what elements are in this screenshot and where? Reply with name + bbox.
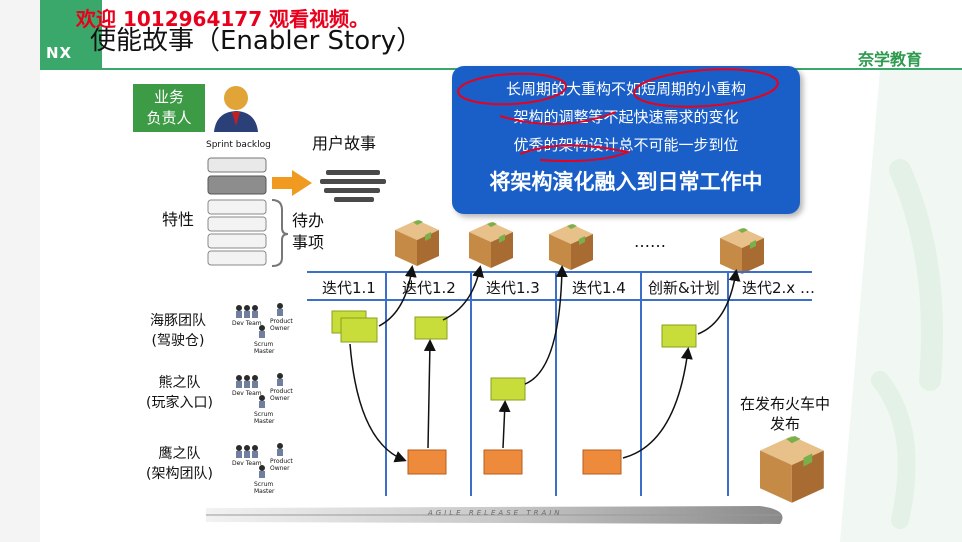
watermark: 欢迎 1012964177 观看视频。 bbox=[76, 7, 370, 31]
team-label: 鹰之队 (架构团队) bbox=[146, 444, 213, 484]
sm-line-2: Master bbox=[254, 488, 275, 495]
sm-line-1: Scrum bbox=[254, 341, 274, 348]
story-note bbox=[340, 317, 378, 343]
arrow bbox=[498, 400, 511, 449]
dev-team-label: Dev Team bbox=[232, 320, 262, 327]
arrow bbox=[697, 269, 741, 335]
arrow bbox=[442, 265, 485, 321]
team-label: 熊之队 (玩家入口) bbox=[146, 373, 213, 413]
backlog-items-label: 待办 事项 bbox=[292, 210, 324, 254]
page-title: 使能故事（Enabler Story） bbox=[90, 26, 423, 56]
arrow bbox=[622, 347, 693, 459]
iteration-label: 迭代1.1 bbox=[322, 279, 376, 297]
arrow bbox=[378, 265, 417, 327]
backlog-brace bbox=[271, 199, 289, 267]
callout-line-3: 优秀的架构设计总不可能一步到位 bbox=[513, 136, 739, 154]
sm-line-2: Master bbox=[254, 348, 275, 355]
story-note bbox=[414, 316, 448, 340]
po-line-1: Product bbox=[270, 318, 293, 325]
dev-team-label: Dev Team bbox=[232, 460, 262, 467]
enabler-note bbox=[582, 449, 622, 475]
enabler-note bbox=[483, 449, 523, 475]
iteration-label: 迭代1.2 bbox=[402, 279, 456, 297]
po-line-1: Product bbox=[270, 388, 293, 395]
feature-label: 特性 bbox=[162, 210, 195, 229]
orange-arrow-icon bbox=[272, 170, 312, 196]
callout-line-2: 架构的调整等不起快速需求的变化 bbox=[513, 108, 739, 126]
iteration-label: 迭代2.x … bbox=[742, 279, 815, 297]
release-train-label: AGILE RELEASE TRAIN bbox=[428, 509, 563, 517]
feature-backlog-stack-icon bbox=[207, 199, 267, 266]
team-subtitle: (玩家入口) bbox=[146, 395, 213, 411]
final-release-box-icon bbox=[760, 436, 824, 503]
team-name: 鹰之队 bbox=[158, 446, 201, 462]
team-label: 海豚团队 (驾驶仓) bbox=[150, 311, 206, 351]
sprint-backlog-stack-icon bbox=[207, 157, 267, 195]
release-line-1: 在发布火车中 bbox=[740, 395, 831, 413]
business-owner-box: 业务 负责人 bbox=[133, 84, 205, 132]
iteration-label: 迭代1.3 bbox=[486, 279, 540, 297]
backlog-items-line-2: 事项 bbox=[292, 233, 325, 252]
iteration-label: 迭代1.4 bbox=[572, 279, 626, 297]
sm-line-2: Master bbox=[254, 418, 275, 425]
iteration-label: 创新&计划 bbox=[648, 279, 720, 297]
ellipsis-label: …… bbox=[634, 232, 666, 251]
backlog-items-line-1: 待办 bbox=[292, 211, 325, 230]
po-line-2: Owner bbox=[270, 325, 290, 332]
brand-logo: NX bbox=[40, 0, 102, 68]
po-line-2: Owner bbox=[270, 395, 290, 402]
callout-box: 长周期的大重构不如短周期的小重构 架构的调整等不起快速需求的变化 优秀的架构设计… bbox=[452, 66, 800, 214]
business-owner-line-1: 业务 bbox=[153, 88, 184, 106]
team-name: 熊之队 bbox=[158, 375, 201, 391]
person-icon bbox=[214, 86, 258, 132]
po-line-2: Owner bbox=[270, 465, 290, 472]
dev-team-label: Dev Team bbox=[232, 390, 262, 397]
story-note bbox=[661, 324, 697, 348]
story-note bbox=[490, 377, 526, 401]
sm-line-1: Scrum bbox=[254, 411, 274, 418]
callout-headline: 将架构演化融入到日常工作中 bbox=[489, 170, 763, 194]
team-subtitle: (驾驶仓) bbox=[151, 333, 205, 349]
user-story-label: 用户故事 bbox=[312, 134, 377, 153]
enabler-note bbox=[407, 449, 447, 475]
team-subtitle: (架构团队) bbox=[146, 466, 213, 482]
team-name: 海豚团队 bbox=[150, 313, 206, 329]
left-margin bbox=[0, 0, 40, 542]
arrow bbox=[349, 343, 407, 463]
po-line-1: Product bbox=[270, 458, 293, 465]
sprint-backlog-label: Sprint backlog bbox=[206, 140, 271, 150]
release-label: 在发布火车中 发布 bbox=[740, 394, 830, 434]
business-owner-line-2: 负责人 bbox=[146, 109, 192, 127]
arrow bbox=[524, 265, 568, 385]
arrow bbox=[423, 339, 436, 449]
release-line-2: 发布 bbox=[770, 415, 801, 433]
logo-text: NX bbox=[46, 44, 73, 62]
sm-line-1: Scrum bbox=[254, 481, 274, 488]
brand-name: 奈学教育 bbox=[858, 50, 923, 69]
user-story-lines-icon bbox=[320, 170, 386, 202]
